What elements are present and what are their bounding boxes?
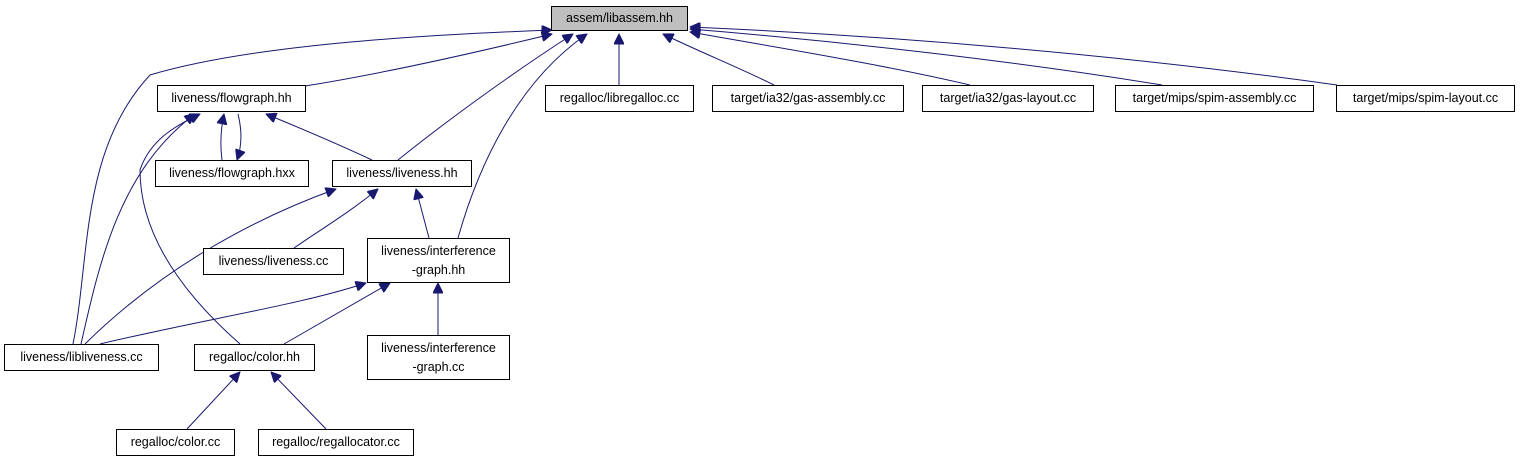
node-target-ia32-gas-assembly-cc[interactable]: target/ia32/gas-assembly.cc (712, 85, 904, 112)
edge-libliveness-to-flowgraph-hh (80, 114, 195, 345)
node-regalloc-regallocator-cc[interactable]: regalloc/regallocator.cc (258, 429, 414, 456)
edge-color-cc-to-color-hh (186, 372, 240, 430)
edge-color-hh-to-flowgraph-hh (139, 114, 241, 345)
node-liveness-flowgraph-hxx[interactable]: liveness/flowgraph.hxx (155, 160, 309, 187)
node-regalloc-libregalloc-cc[interactable]: regalloc/libregalloc.cc (545, 85, 694, 112)
node-target-mips-spim-assembly-cc[interactable]: target/mips/spim-assembly.cc (1115, 85, 1314, 112)
node-liveness-interference-graph-cc[interactable]: liveness/interference -graph.cc (367, 335, 510, 380)
edge-flowgraph-hh-to-libassem (304, 34, 552, 87)
edge-interference-hh-to-liveness-hh (416, 189, 430, 239)
edge-regallocator-cc-to-color-hh (271, 372, 327, 430)
node-liveness-libliveness-cc[interactable]: liveness/libliveness.cc (4, 344, 159, 371)
node-regalloc-color-hh[interactable]: regalloc/color.hh (194, 344, 315, 371)
edge-liveness-hh-to-flowgraph-hh (266, 114, 373, 161)
node-liveness-liveness-hh[interactable]: liveness/liveness.hh (332, 160, 472, 187)
edge-gas-layout-to-libassem (690, 32, 971, 86)
node-regalloc-color-cc[interactable]: regalloc/color.cc (116, 429, 235, 456)
edge-spim-assembly-to-libassem (690, 29, 1163, 86)
edge-color-hh-to-interference-hh (283, 283, 390, 345)
edge-spim-layout-to-libassem (690, 27, 1338, 86)
edge-interference-hh-to-libassem (457, 34, 587, 239)
node-target-ia32-gas-layout-cc[interactable]: target/ia32/gas-layout.cc (922, 85, 1094, 112)
node-liveness-interference-graph-hh[interactable]: liveness/interference -graph.hh (367, 238, 510, 283)
edge-liveness-cc-to-liveness-hh (293, 189, 378, 249)
edge-libliveness-to-interference-hh (99, 283, 366, 345)
node-target-mips-spim-layout-cc[interactable]: target/mips/spim-layout.cc (1336, 85, 1515, 112)
edge-libliveness-to-libassem (72, 30, 552, 345)
node-liveness-flowgraph-hh[interactable]: liveness/flowgraph.hh (157, 85, 306, 112)
node-liveness-liveness-cc[interactable]: liveness/liveness.cc (203, 248, 344, 275)
edge-flowgraph-hh-to-flowgraph-hxx (237, 113, 241, 160)
node-assem-libassem-hh: assem/libassem.hh (551, 6, 688, 31)
edge-gas-assembly-to-libassem (663, 34, 775, 86)
edge-flowgraph-hxx-to-flowgraph-hh (221, 114, 224, 161)
edge-liveness-hh-to-libassem (397, 34, 573, 161)
